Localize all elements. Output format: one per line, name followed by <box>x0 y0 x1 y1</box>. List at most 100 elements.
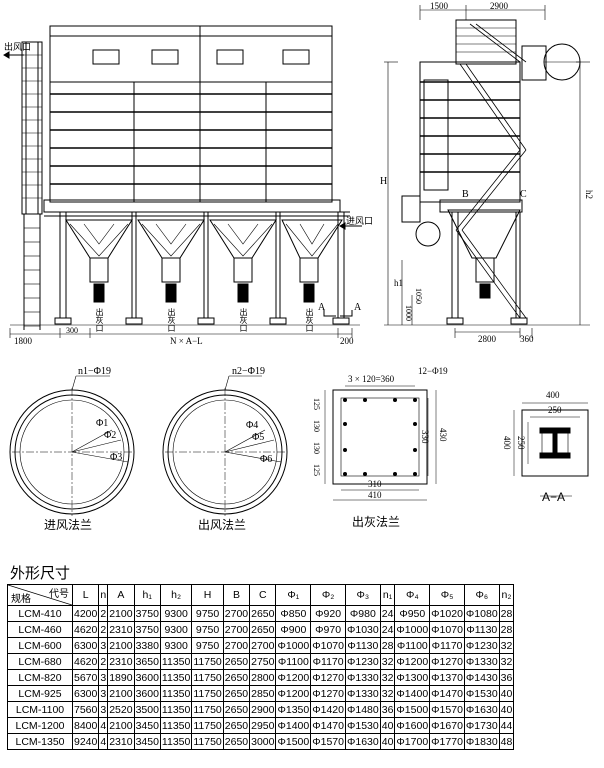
table-cell: Φ1370 <box>429 669 465 686</box>
table-cell: Φ1400 <box>394 685 431 702</box>
table-cell: Φ1200 <box>275 685 312 702</box>
inlet-d2-label: Φ2 <box>104 430 117 441</box>
table-cell-model: LCM-680 <box>7 653 73 670</box>
table-cell: 2650 <box>222 669 251 686</box>
table-cell: 32 <box>379 685 396 702</box>
dim-right: 200 <box>340 336 354 346</box>
table-cell: Φ1530 <box>463 685 500 702</box>
table-cell: 5670 <box>71 669 100 686</box>
table-cell: Φ1570 <box>429 701 465 718</box>
table-header-cell: L <box>71 584 100 606</box>
table-cell: 24 <box>379 621 396 638</box>
table-cell: 11350 <box>159 685 193 702</box>
table-cell: Φ1000 <box>394 621 431 638</box>
table-cell: Φ980 <box>344 605 381 622</box>
table-cell: 2100 <box>107 685 135 702</box>
outlet-flange-caption: 出风法兰 <box>198 518 247 532</box>
table-cell: 9750 <box>191 637 224 654</box>
table-cell: Φ1500 <box>394 701 431 718</box>
outlet-flange <box>162 375 288 516</box>
corner-top-label: 代号 <box>49 589 69 600</box>
table-cell: Φ900 <box>275 621 312 638</box>
table-cell: 2900 <box>249 701 277 718</box>
table-cell: Φ970 <box>310 621 346 638</box>
table-cell: 32 <box>379 669 396 686</box>
table-cell: Φ920 <box>310 605 346 622</box>
table-cell: 3 <box>98 701 109 718</box>
ash-bottom-outer: 410 <box>368 490 382 500</box>
dim-top-right: 2900 <box>490 1 508 11</box>
table-cell: Φ1270 <box>429 653 465 670</box>
table-cell: 2100 <box>107 717 135 734</box>
table-cell: Φ1420 <box>310 701 346 718</box>
dim-bottom-right: 360 <box>520 334 534 344</box>
table-cell: Φ1830 <box>463 733 500 750</box>
corner-diagonal <box>8 585 72 605</box>
table-cell: Φ1400 <box>275 717 312 734</box>
table-cell: 2800 <box>249 669 277 686</box>
table-header-cell: n₂ <box>498 584 515 606</box>
table-cell: Φ1630 <box>463 701 500 718</box>
table-header-cell: Φ₅ <box>429 584 465 606</box>
label-B: B <box>462 189 469 200</box>
table-cell: 7560 <box>71 701 100 718</box>
ash-label-2: 出灰口 <box>167 308 176 332</box>
table-cell: Φ1080 <box>463 605 500 622</box>
table-header-cell: Φ₃ <box>344 584 381 606</box>
table-cell: 24 <box>379 605 396 622</box>
side-body <box>419 61 521 203</box>
table-cell: 40 <box>498 701 515 718</box>
table-header-cell: A <box>107 584 135 606</box>
section-aa <box>513 402 589 497</box>
table-cell: 2310 <box>107 653 135 670</box>
table-cell: 1890 <box>107 669 135 686</box>
table-cell: 9750 <box>191 605 224 622</box>
table-cell: 2650 <box>222 717 251 734</box>
table-cell: Φ1100 <box>394 637 431 654</box>
corner-bottom-label: 规格 <box>11 594 31 605</box>
table-cell: 2650 <box>249 621 277 638</box>
table-cell: 2100 <box>107 605 135 622</box>
ash-label-1: 出灰口 <box>95 308 104 332</box>
table-cell-model: LCM-925 <box>7 685 73 702</box>
table-cell: Φ1030 <box>344 621 381 638</box>
table-header-cell: n <box>98 584 109 606</box>
table-cell: 2 <box>98 621 109 638</box>
table-cell: 2700 <box>222 605 251 622</box>
ash-left-dim-4: 125 <box>312 464 321 476</box>
table-cell: 28 <box>498 605 515 622</box>
dim-h2: h2 <box>584 190 594 199</box>
table-cell: 2650 <box>222 685 251 702</box>
table-cell: Φ1730 <box>463 717 500 734</box>
ash-label-3: 出灰口 <box>239 308 248 332</box>
table-cell: 2100 <box>107 637 135 654</box>
table-header-cell: n₁ <box>379 584 396 606</box>
table-cell: Φ1130 <box>344 637 381 654</box>
table-cell: 2 <box>98 605 109 622</box>
table-cell: 11750 <box>191 669 224 686</box>
table-cell-model: LCM-820 <box>7 669 73 686</box>
aa-dim-250-left: 250 <box>516 436 526 450</box>
table-cell: 4 <box>98 717 109 734</box>
aa-dim-400-top: 400 <box>546 390 560 400</box>
table-cell: 3650 <box>133 653 161 670</box>
table-cell: 11350 <box>159 717 193 734</box>
ash-left-dim-1: 125 <box>312 398 321 410</box>
table-cell: 4 <box>98 733 109 750</box>
inlet-d1-label: Φ1 <box>96 418 109 429</box>
table-cell: 2650 <box>222 733 251 750</box>
top-hood <box>49 35 333 83</box>
ash-flange-caption: 出灰法兰 <box>352 515 401 529</box>
table-cell: 2650 <box>249 605 277 622</box>
table-cell: 2700 <box>222 621 251 638</box>
dim-1050: 1050 <box>414 288 423 304</box>
dim-1000: 1000 <box>404 305 413 321</box>
table-cell: 11750 <box>191 701 224 718</box>
table-cell: 44 <box>498 717 515 734</box>
table-cell: 40 <box>379 717 396 734</box>
table-cell: 3000 <box>249 733 277 750</box>
table-cell: 28 <box>379 637 396 654</box>
table-cell: 2750 <box>249 653 277 670</box>
table-cell: 3 <box>98 669 109 686</box>
